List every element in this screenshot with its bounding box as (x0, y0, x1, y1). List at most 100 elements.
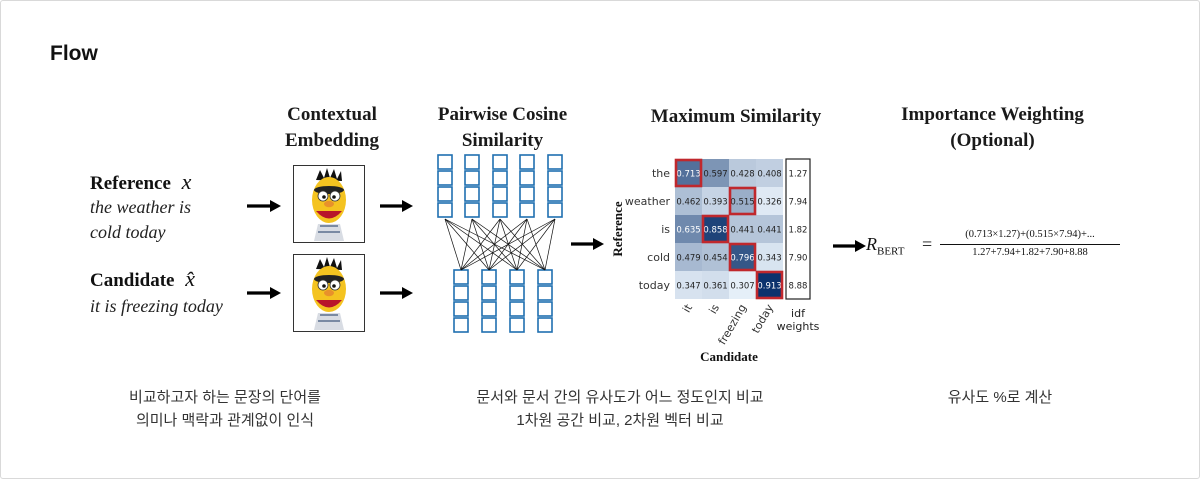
heatmap-cell (729, 159, 756, 187)
heatmap-value: 0.347 (676, 282, 700, 292)
reference-sentence-line: cold today (90, 222, 166, 242)
row-label: today (639, 279, 671, 292)
reference-label: Reference x (90, 169, 192, 194)
max-highlight-box (701, 214, 730, 244)
row-label: the (652, 167, 670, 180)
vector-cell (481, 285, 497, 301)
vector-cell (437, 186, 453, 202)
idf-weights-label: idf (791, 307, 806, 320)
heatmap-value: 0.393 (703, 198, 727, 208)
vector-cell (464, 186, 480, 202)
candidate-symbol: x̂ (185, 266, 195, 291)
vector-cell (437, 154, 453, 170)
vector-column-icon (519, 154, 535, 218)
vector-cell (519, 154, 535, 170)
vector-cell (547, 154, 563, 170)
similarity-connection (460, 218, 473, 271)
heatmap-value: 0.326 (757, 198, 781, 208)
stage-title-line: Pairwise Cosine (437, 104, 568, 125)
heatmap-cell (702, 215, 729, 243)
stage-title-contextual: Contextual Embedding (270, 102, 394, 154)
heatmap-value: 0.408 (757, 170, 781, 180)
vector-cell (453, 285, 469, 301)
caption-percentage: 유사도 %로 계산 (900, 386, 1100, 409)
vector-cell (537, 269, 553, 285)
max-highlight-box (728, 242, 757, 272)
similarity-connection (516, 218, 556, 271)
similarity-connection (444, 218, 462, 271)
heatmap-cell (675, 243, 702, 271)
idf-weights-label: weights (777, 320, 820, 333)
similarity-connection (460, 218, 501, 271)
heatmap-cell (702, 187, 729, 215)
caption-similarity: 문서와 문서 간의 유사도가 어느 정도인지 비교 1차원 공간 비교, 2차원… (440, 386, 800, 432)
stage-title-line: (Optional) (950, 130, 1035, 151)
heatmap-cell (756, 271, 783, 299)
arrow-head (402, 287, 413, 299)
vector-column-icon (453, 269, 469, 333)
caption-line: 의미나 맥락과 관계없이 인식 (135, 412, 315, 429)
heatmap-value: 0.597 (703, 170, 727, 180)
heatmap-cell (729, 243, 756, 271)
heatmap-value: 0.515 (730, 198, 754, 208)
vector-cell (509, 285, 525, 301)
max-highlight-box (755, 270, 784, 300)
heatmap-value: 0.913 (757, 282, 781, 292)
heatmap-value: 0.479 (676, 254, 700, 264)
max-highlight-box (728, 186, 757, 216)
heatmap-cell (675, 159, 702, 187)
formula-lhs-subscript: BERT (877, 245, 905, 258)
arrow-right-icon (833, 240, 866, 252)
heatmap-value: 0.441 (757, 226, 781, 236)
heatmap-cell (729, 187, 756, 215)
formula-denominator: 1.27+7.94+1.82+7.90+8.88 (972, 247, 1088, 258)
vector-column-icon (464, 154, 480, 218)
matrix-x-axis-label: Candidate (700, 349, 758, 364)
similarity-connection (544, 218, 556, 271)
heatmap-cell (756, 215, 783, 243)
caption-line: 1차원 공간 비교, 2차원 벡터 비교 (516, 412, 724, 429)
vector-cell (547, 170, 563, 186)
candidate-embedding-box (293, 254, 365, 332)
heatmap-cell (702, 159, 729, 187)
vector-cell (464, 170, 480, 186)
heatmap-cell (675, 187, 702, 215)
heatmap-value: 0.441 (730, 226, 754, 236)
bert-puppet-icon (312, 257, 346, 330)
heatmap-cell (756, 243, 783, 271)
heatmap-value: 0.462 (676, 198, 700, 208)
vector-column-icon (492, 154, 508, 218)
vector-cell (464, 154, 480, 170)
idf-weight-value: 7.94 (789, 198, 808, 208)
heatmap-value: 0.713 (676, 170, 700, 180)
vector-column-icon (537, 269, 553, 333)
idf-weight-value: 1.82 (789, 226, 808, 236)
heatmap-value: 0.361 (703, 282, 727, 292)
heatmap-value: 0.343 (757, 254, 781, 264)
row-label: cold (647, 251, 670, 264)
vector-cell (537, 285, 553, 301)
reference-symbol: x (181, 169, 192, 194)
arrow-head (270, 200, 281, 212)
formula-numerator: (0.713×1.27)+(0.515×7.94)+... (965, 229, 1095, 240)
vector-cell (437, 170, 453, 186)
similarity-connection (444, 218, 518, 271)
vector-cell (519, 170, 535, 186)
reference-embedding-box (293, 165, 365, 243)
matrix-y-axis-label: Reference (610, 201, 625, 257)
bert-puppet-icon (312, 168, 346, 241)
arrow-right-icon (247, 200, 281, 212)
vector-cell (492, 154, 508, 170)
vector-cell (492, 170, 508, 186)
vector-cell (519, 186, 535, 202)
arrow-right-icon (571, 238, 604, 250)
caption-line: 유사도 %로 계산 (947, 389, 1053, 406)
heatmap-value: 0.858 (703, 226, 727, 236)
max-highlight-box (674, 158, 703, 188)
reference-sentence-line: the weather is (90, 197, 191, 217)
vector-column-icon (509, 269, 525, 333)
vector-cell (481, 269, 497, 285)
idf-weight-value: 1.27 (789, 170, 808, 180)
idf-weight-value: 8.88 (789, 282, 808, 292)
vector-column-icon (437, 154, 453, 218)
